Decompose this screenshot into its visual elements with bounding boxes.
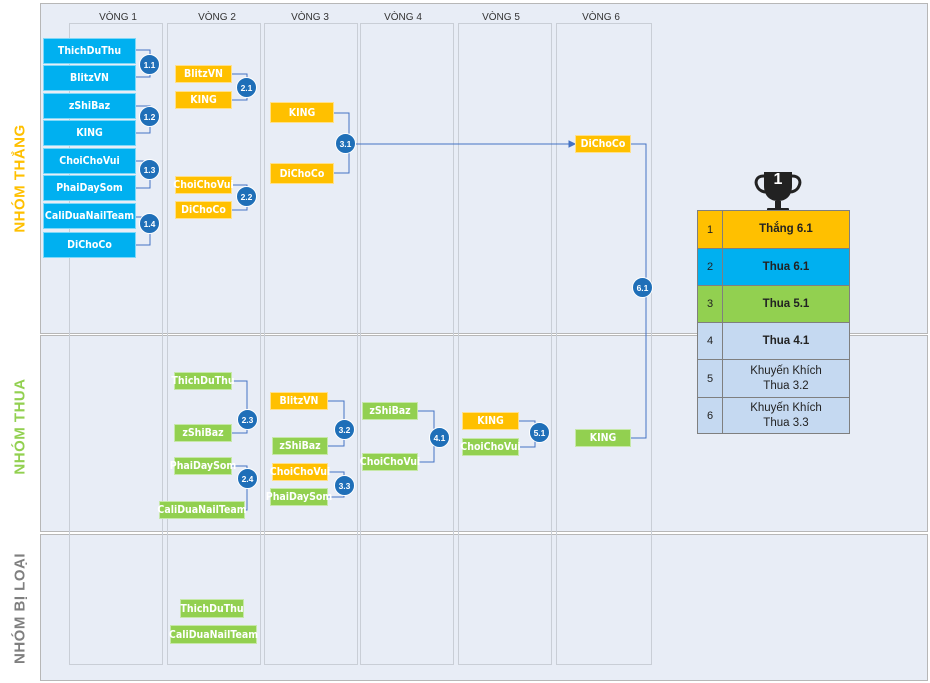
r1-team-7: CaliDuaNailTeam: [43, 203, 136, 229]
r3l-team-3: ChoiChoVui: [270, 463, 330, 481]
r3l-team-1: BlitzVN: [270, 392, 328, 410]
r1-team-2: BlitzVN: [43, 65, 136, 91]
ranking-result: Khuyến Khích Thua 3.3: [750, 401, 822, 429]
round-column-4: [360, 23, 454, 665]
ranking-result: Thua 4.1: [762, 334, 810, 347]
r2w-team-3: ChoiChoVui: [173, 176, 234, 194]
r5l-team-1: KING: [462, 412, 519, 430]
match-2-3: 2.3: [237, 409, 258, 430]
r1-team-5: ChoiChoVui: [43, 148, 136, 174]
ranking-place: 1: [698, 211, 723, 248]
match-2-4: 2.4: [237, 468, 258, 489]
eliminated-team-2: CaliDuaNailTeam: [169, 625, 258, 644]
round-column-6: [556, 23, 652, 665]
group-label-winners: NHÓM THẮNG: [11, 124, 29, 233]
r1-team-4: KING: [43, 120, 136, 146]
r2l-team-2: zShiBaz: [174, 424, 232, 442]
round-header-5: VÒNG 5: [482, 12, 520, 23]
round-column-3: [264, 23, 358, 665]
ranking-place: 2: [698, 249, 723, 285]
r3l-team-4: PhaiDaySom: [266, 488, 332, 506]
ranking-place: 5: [698, 360, 723, 397]
match-1-3: 1.3: [139, 159, 160, 180]
r3w-team-2: DiChoCo: [270, 163, 334, 184]
ranking-row-4: 4 Thua 4.1: [697, 322, 850, 359]
group-label-eliminated: NHÓM BỊ LOẠI: [11, 553, 29, 664]
match-5-1: 5.1: [529, 422, 550, 443]
ranking-row-6: 6 Khuyến Khích Thua 3.3: [697, 397, 850, 434]
match-2-2: 2.2: [236, 186, 257, 207]
match-6-1: 6.1: [632, 277, 653, 298]
ranking-row-5: 5 Khuyến Khích Thua 3.2: [697, 359, 850, 397]
r4l-team-2: ChoiChoVui: [360, 453, 420, 471]
match-3-3: 3.3: [334, 475, 355, 496]
match-1-4: 1.4: [139, 213, 160, 234]
ranking-result: Thua 5.1: [762, 297, 810, 310]
r5l-team-2: ChoiChoVui: [460, 438, 521, 456]
r2l-team-3: PhaiDaySom: [170, 457, 236, 475]
r6-loser-team: KING: [575, 429, 631, 447]
match-2-1: 2.1: [236, 77, 257, 98]
round-column-5: [458, 23, 552, 665]
r3l-team-2: zShiBaz: [272, 437, 328, 455]
r2w-team-4: DiChoCo: [175, 201, 232, 219]
r1-team-3: zShiBaz: [43, 93, 136, 119]
eliminated-team-1: ThichDuThu: [180, 599, 244, 618]
match-3-2: 3.2: [334, 419, 355, 440]
round-header-4: VÒNG 4: [384, 12, 422, 23]
ranking-place: 3: [698, 286, 723, 322]
r2w-team-2: KING: [175, 91, 232, 109]
round-header-6: VÒNG 6: [582, 12, 620, 23]
trophy-number: 1: [773, 171, 783, 188]
ranking-row-2: 2 Thua 6.1: [697, 248, 850, 285]
ranking-place: 6: [698, 398, 723, 433]
ranking-place: 4: [698, 323, 723, 359]
round-header-1: VÒNG 1: [99, 12, 137, 23]
match-1-1: 1.1: [139, 54, 160, 75]
r6-winner-team: DiChoCo: [575, 135, 631, 153]
round-column-1: [69, 23, 163, 665]
group-label-losers: NHÓM THUA: [11, 378, 29, 475]
round-header-2: VÒNG 2: [198, 12, 236, 23]
ranking-row-3: 3 Thua 5.1: [697, 285, 850, 322]
r1-team-1: ThichDuThu: [43, 38, 136, 64]
ranking-result: Khuyến Khích Thua 3.2: [750, 364, 822, 392]
r1-team-6: PhaiDaySom: [43, 175, 136, 201]
ranking-result: Thắng 6.1: [759, 223, 813, 235]
match-3-1: 3.1: [335, 133, 356, 154]
r4l-team-1: zShiBaz: [362, 402, 418, 420]
ranking-row-1: 1 Thắng 6.1: [697, 210, 850, 248]
match-1-2: 1.2: [139, 106, 160, 127]
round-column-2: [167, 23, 261, 665]
r2l-team-4: CaliDuaNailTeam: [157, 501, 247, 519]
round-header-3: VÒNG 3: [291, 12, 329, 23]
match-4-1: 4.1: [429, 427, 450, 448]
r3w-team-1: KING: [270, 102, 334, 123]
r2l-team-1: ThichDuThu: [171, 372, 235, 390]
r2w-team-1: BlitzVN: [175, 65, 232, 83]
r1-team-8: DiChoCo: [43, 232, 136, 258]
ranking-result: Thua 6.1: [762, 260, 810, 273]
